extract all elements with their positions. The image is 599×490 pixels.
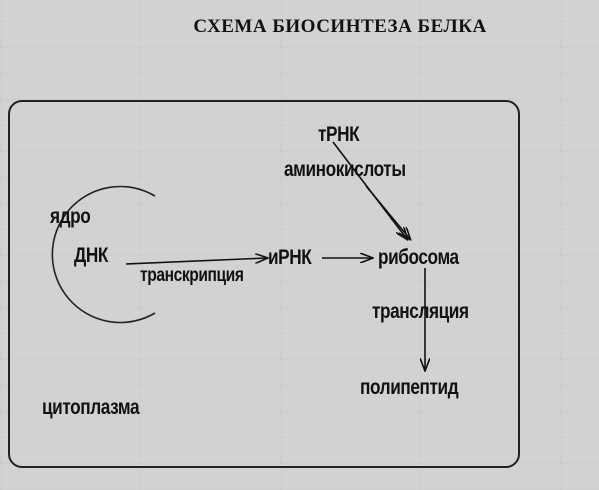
dna-label: ДНК [74,244,108,267]
trna-label: тРНК [318,123,360,146]
arrow-amino-acids-to-ribosome [365,185,410,239]
translation-label: трансляция [372,300,469,323]
polypeptide-label: полипептид [360,376,459,399]
nucleus-membrane-arc [51,185,156,324]
nucleus-label: ядро [50,205,91,228]
amino-acids-label: аминокислоты [284,158,406,181]
ribosome-label: рибосома [378,246,459,269]
diagram-title: СХЕМА БИОСИНТЕЗА БЕЛКА [193,16,487,37]
cell-frame [8,100,520,468]
cytoplasm-label: цитоплазма [42,396,140,419]
mrna-label: иРНК [268,246,312,269]
arrow-dna-to-mrna [125,258,267,265]
transcription-label: транскрипция [140,265,244,286]
